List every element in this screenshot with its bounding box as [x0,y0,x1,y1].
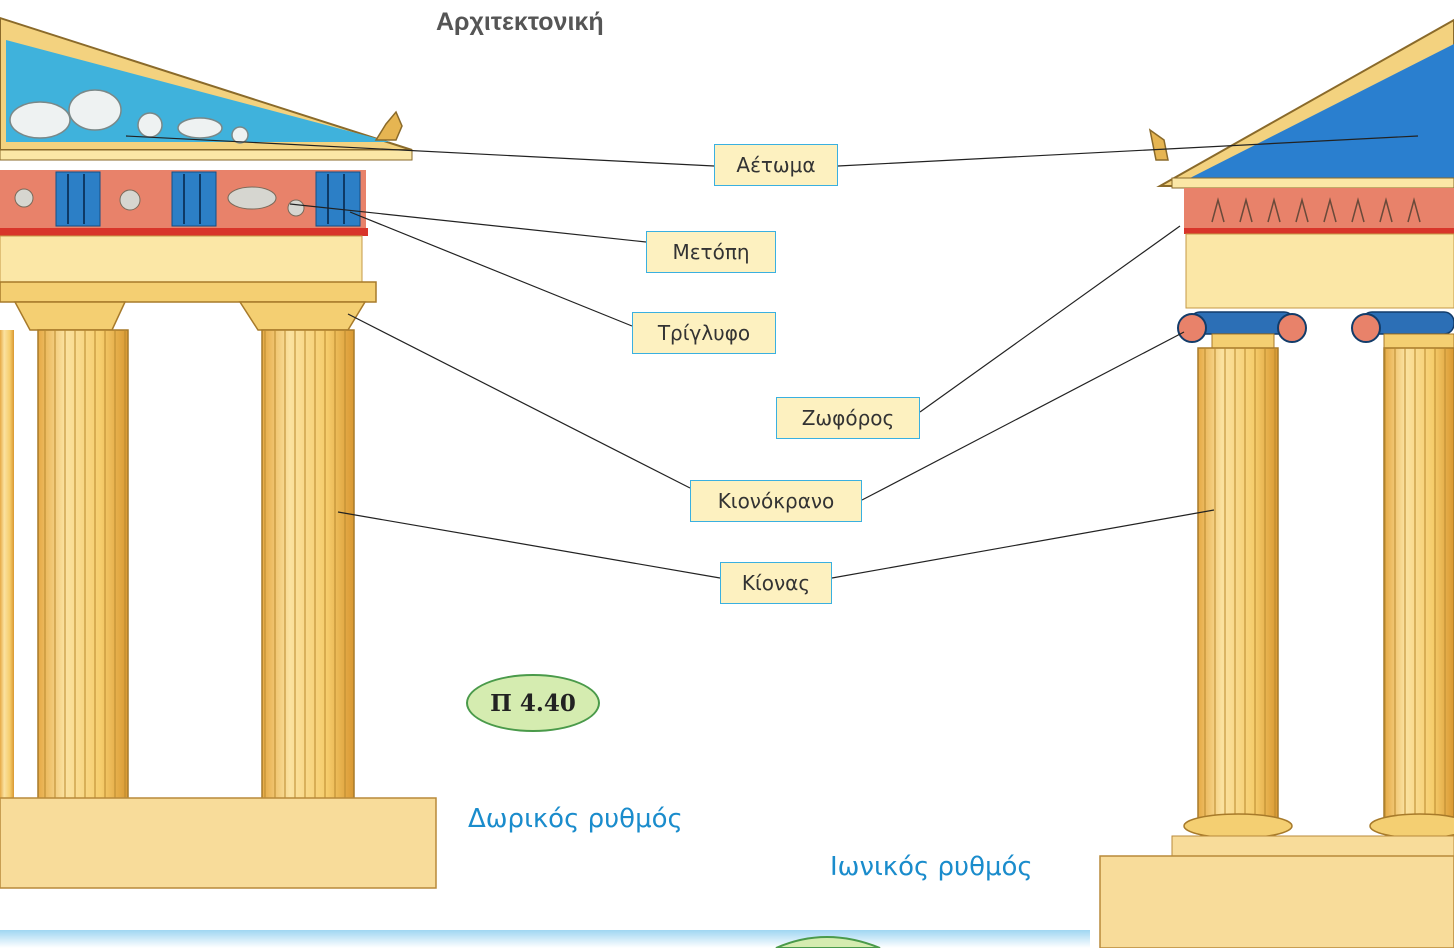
doric-temple [0,16,437,889]
label-kionokrano: Κιονόκρανο [690,480,862,522]
triglyphs [55,171,361,227]
label-aetoma: Αέτωμα [714,144,838,186]
label-kionas: Κίονας [720,562,832,604]
metope-figures [14,186,305,217]
leader-lines [125,135,1419,579]
ionic-style-label: Ιωνικός ρυθμός [830,852,1033,882]
ionic-frieze-figures [1211,197,1421,223]
figure-number-badge: Π 4.40 [466,674,600,732]
label-zoforos: Ζωφόρος [776,397,920,439]
pediment-sculptures [9,89,249,144]
page-title: Αρχιτεκτονική [436,8,604,36]
label-metopi: Μετόπη [646,231,776,273]
bottom-strip [0,930,1090,948]
ionic-capitals [1177,311,1454,349]
doric-style-label: Δωρικός ρυθμός [468,804,683,834]
ionic-temple [1099,18,1454,948]
label-triglyfo: Τρίγλυφο [632,312,776,354]
